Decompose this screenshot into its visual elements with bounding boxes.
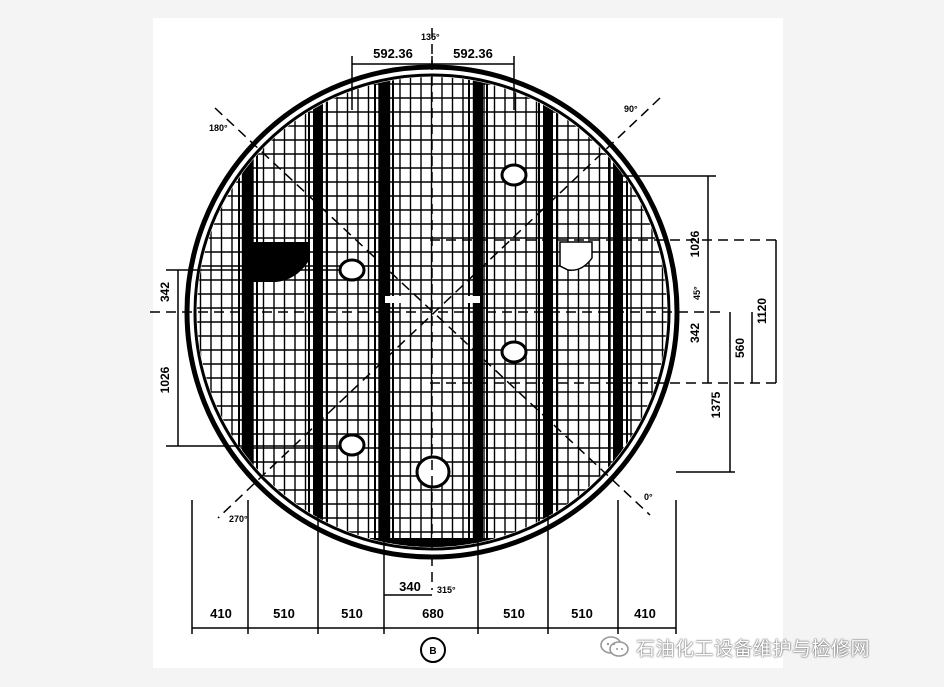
section-marker-circle (420, 637, 446, 663)
center-gap-left (385, 296, 401, 303)
angle-90-label: 90° (624, 104, 638, 114)
dim-top-right: 592.36 (453, 46, 493, 61)
dim-bottom-680: 680 (422, 606, 444, 621)
nozzle-hole (500, 340, 528, 364)
dim-right-1120: 1120 (755, 298, 769, 324)
support-beams (238, 77, 628, 547)
dim-right-1026: 1026 (688, 230, 702, 257)
angle-0-label: 0° (644, 492, 653, 502)
support-beam (473, 77, 483, 547)
angle-135-label: 135° (421, 32, 440, 42)
nozzle-hole (338, 433, 366, 457)
dim-top-left: 592.36 (373, 46, 413, 61)
nozzle-hole (500, 163, 528, 187)
seal-plate-right (559, 241, 593, 271)
angle-270-label: 270° (229, 514, 248, 524)
seal-plate (252, 242, 308, 282)
watermark: 石油化工设备维护与检修网 (600, 632, 870, 662)
support-beam (543, 77, 553, 547)
support-beam (313, 77, 323, 547)
dim-bottom-510-d: 510 (571, 606, 593, 621)
nozzle-hole (415, 455, 451, 489)
dim-right-1375: 1375 (709, 391, 723, 418)
dim-bottom-410-right: 410 (634, 606, 656, 621)
dim-bottom-510-b: 510 (341, 606, 363, 621)
support-beam (379, 77, 389, 547)
dim-right-560: 560 (733, 338, 747, 358)
dim-bottom-510-c: 510 (503, 606, 525, 621)
dim-center-340: 340 (399, 579, 421, 594)
nozzle-holes (338, 163, 528, 489)
dim-left-1026: 1026 (158, 366, 172, 393)
dim-left-342: 342 (158, 282, 172, 302)
nozzle-hole (338, 258, 366, 282)
dimension-lines (166, 56, 777, 634)
angle-315-label: 315° (437, 585, 456, 595)
angle-lines (150, 28, 780, 590)
dim-bottom-510-a: 510 (273, 606, 295, 621)
center-gap-right (464, 296, 480, 303)
section-marker-label: B (429, 646, 436, 657)
angle-180-label: 180° (209, 123, 228, 133)
dim-right-342: 342 (688, 323, 702, 343)
support-beam (613, 77, 623, 547)
angle-45-label: 45° (692, 286, 702, 300)
wechat-icon (600, 636, 629, 657)
watermark-text: 石油化工设备维护与检修网 (636, 637, 871, 660)
dim-bottom-410-left: 410 (210, 606, 232, 621)
